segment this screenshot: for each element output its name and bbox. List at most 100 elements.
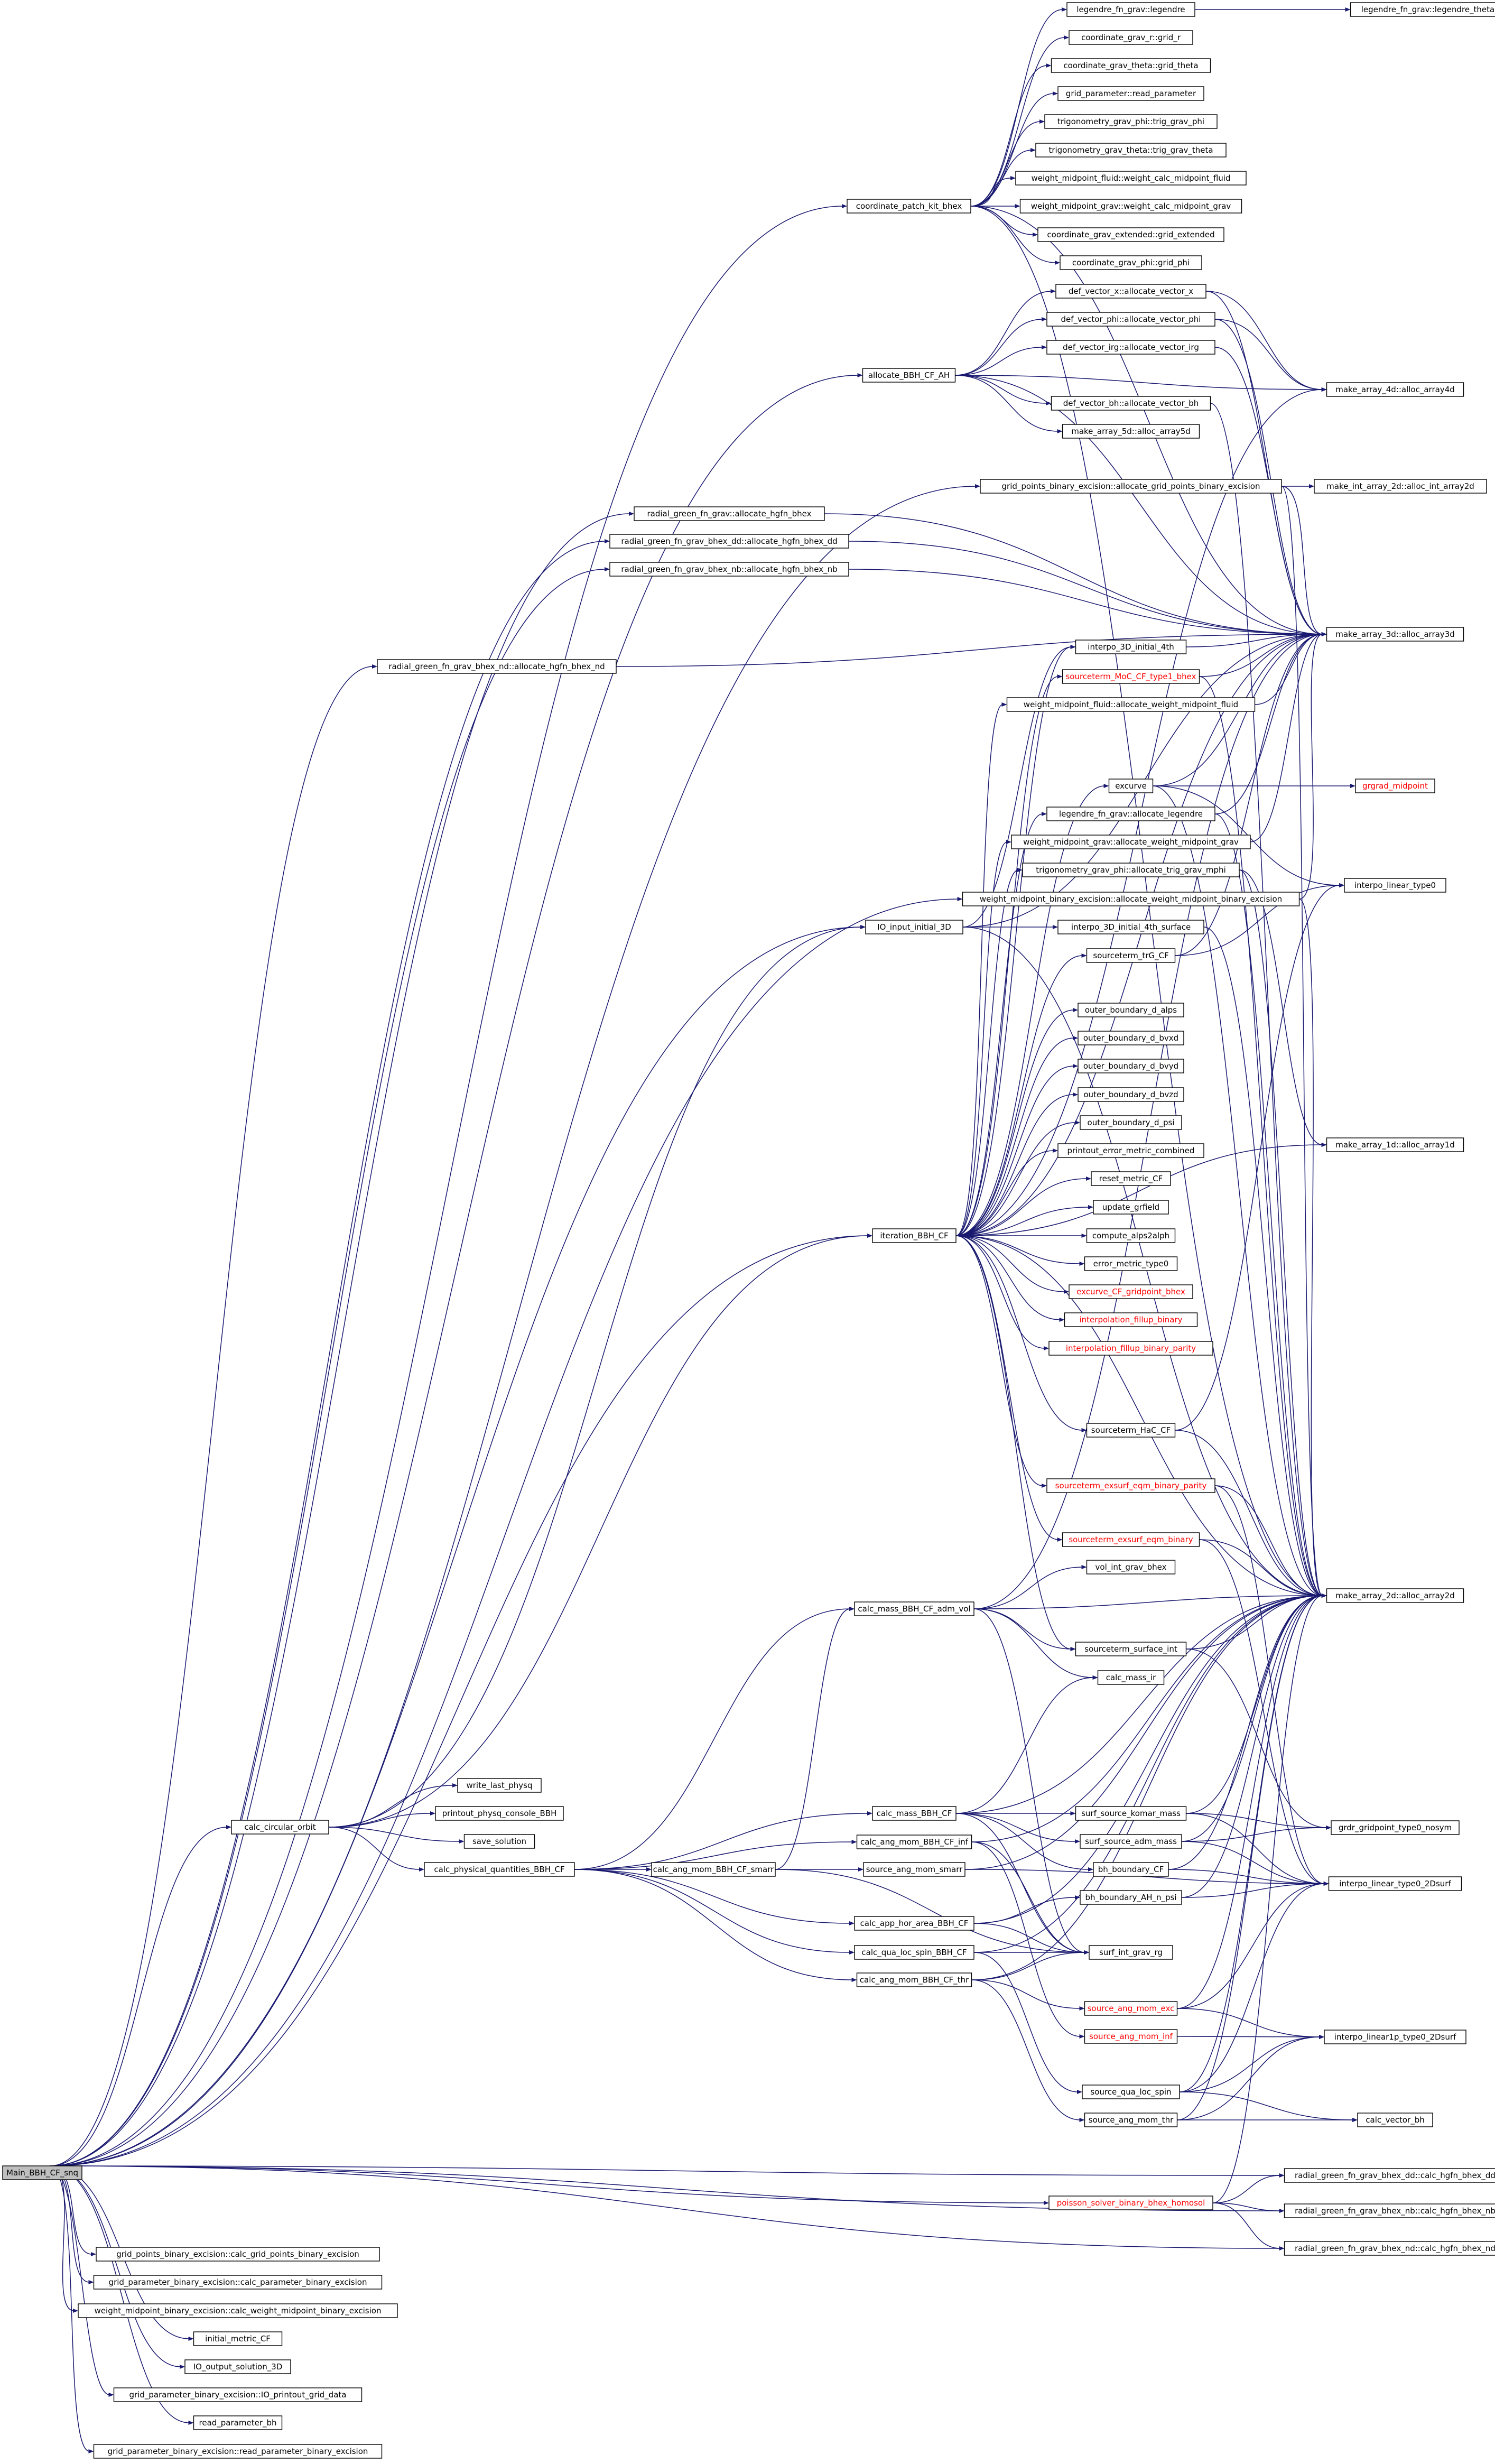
graph-node-cams[interactable]: calc_ang_mom_BBH_CF_smarr xyxy=(651,1862,776,1877)
graph-node-ssam[interactable]: surf_source_adm_mass xyxy=(1080,1834,1182,1849)
graph-node-vigb[interactable]: vol_int_grav_bhex xyxy=(1086,1560,1176,1574)
graph-node-rgfnbc[interactable]: radial_green_fn_grav_bhex_nb::calc_hgfn_… xyxy=(1284,2203,1495,2218)
graph-node-rgfdd[interactable]: radial_green_fn_grav_bhex_dd::allocate_h… xyxy=(609,534,849,549)
graph-node-gprb[interactable]: grid_parameter_binary_excision::read_par… xyxy=(93,2444,383,2459)
graph-node-io3d[interactable]: IO_input_initial_3D xyxy=(865,920,963,934)
graph-node-iter[interactable]: iteration_BBH_CF xyxy=(872,1228,957,1243)
graph-node-exc[interactable]: excurve xyxy=(1108,779,1154,793)
graph-node-imcf[interactable]: initial_metric_CF xyxy=(193,2331,283,2346)
graph-node-dvxa[interactable]: def_vector_x::allocate_vector_x xyxy=(1055,284,1206,299)
graph-node-alah[interactable]: allocate_BBH_CF_AH xyxy=(862,368,956,383)
graph-node-rgfddc[interactable]: radial_green_fn_grav_bhex_dd::calc_hgfn_… xyxy=(1284,2168,1495,2183)
graph-node-strs[interactable]: sourceterm_trG_CF xyxy=(1086,948,1176,963)
graph-node-rgfnb[interactable]: radial_green_fn_grav_bhex_nb::allocate_h… xyxy=(609,562,849,577)
graph-node-lfgl[interactable]: legendre_fn_grav::legendre xyxy=(1066,2,1195,17)
graph-node-cmbc[interactable]: calc_mass_BBH_CF xyxy=(872,1806,957,1821)
graph-node-ifbp[interactable]: interpolation_fillup_binary_parity xyxy=(1048,1341,1213,1356)
graph-node-ilt2[interactable]: interpo_linear_type0_2Dsurf xyxy=(1328,1876,1462,1891)
graph-node-same[interactable]: source_ang_mom_exc xyxy=(1084,2001,1178,2016)
graph-node-camt[interactable]: calc_ang_mom_BBH_CF_thr xyxy=(856,1972,972,1987)
graph-node-wmga[interactable]: weight_midpoint_grav::allocate_weight_mi… xyxy=(1011,835,1251,849)
graph-node-ma2d[interactable]: make_array_2d::alloc_array2d xyxy=(1326,1588,1464,1603)
graph-node-i3d4[interactable]: interpo_3D_initial_4th xyxy=(1075,640,1187,654)
graph-node-tgpa[interactable]: trigonometry_grav_phi::allocate_trig_gra… xyxy=(1022,863,1240,877)
graph-node-obdz[interactable]: outer_boundary_d_bvzd xyxy=(1078,1087,1184,1102)
graph-node-cgrgr[interactable]: coordinate_grav_r::grid_r xyxy=(1069,30,1193,45)
graph-node-exgb[interactable]: excurve_CF_gridpoint_bhex xyxy=(1069,1284,1193,1299)
graph-node-tgttt[interactable]: trigonometry_grav_theta::trig_grav_theta xyxy=(1035,143,1227,158)
graph-node-samsm[interactable]: source_ang_mom_smarr xyxy=(863,1862,965,1877)
graph-node-ma5d[interactable]: make_array_5d::alloc_array5d xyxy=(1062,424,1200,439)
graph-node-obdy[interactable]: outer_boundary_d_bvyd xyxy=(1078,1059,1184,1073)
graph-node-wmfa[interactable]: weight_midpoint_fluid::allocate_weight_m… xyxy=(1006,697,1256,712)
graph-node-rmcf[interactable]: reset_metric_CF xyxy=(1091,1171,1171,1186)
graph-node-rgfb[interactable]: radial_green_fn_grav::allocate_hgfn_bhex xyxy=(634,506,825,521)
graph-node-sqls[interactable]: source_qua_loc_spin xyxy=(1082,2085,1180,2099)
graph-node-obda[interactable]: outer_boundary_d_alps xyxy=(1078,1003,1184,1017)
graph-node-gpcb[interactable]: grid_parameter_binary_excision::calc_par… xyxy=(93,2275,383,2290)
graph-node-lfglt[interactable]: legendre_fn_grav::legendre_theta xyxy=(1350,2,1495,17)
graph-node-stsi[interactable]: sourceterm_surface_int xyxy=(1075,1642,1187,1656)
graph-node-sigr[interactable]: surf_int_grav_rg xyxy=(1089,1945,1173,1960)
graph-node-gpbc[interactable]: grid_points_binary_excision::calc_grid_p… xyxy=(96,2247,380,2262)
graph-node-cgege[interactable]: coordinate_grav_extended::grid_extended xyxy=(1037,227,1224,242)
graph-node-wmbc[interactable]: weight_midpoint_binary_excision::calc_we… xyxy=(78,2303,398,2318)
graph-node-cgtgt[interactable]: coordinate_grav_theta::grid_theta xyxy=(1051,58,1211,73)
graph-node-i3ds[interactable]: interpo_3D_initial_4th_surface xyxy=(1057,920,1204,934)
graph-node-ilt1[interactable]: interpo_linear1p_type0_2Dsurf xyxy=(1324,2030,1466,2044)
graph-node-cpkb[interactable]: coordinate_patch_kit_bhex xyxy=(847,199,971,214)
graph-node-sami[interactable]: source_ang_mom_inf xyxy=(1084,2029,1178,2044)
graph-node-cmpa[interactable]: compute_alps2alph xyxy=(1086,1228,1176,1243)
graph-node-gmid[interactable]: grgrad_midpoint xyxy=(1355,779,1435,793)
graph-node-upgf[interactable]: update_grfield xyxy=(1093,1200,1169,1215)
graph-node-rgfnd[interactable]: radial_green_fn_grav_bhex_nd::allocate_h… xyxy=(377,659,617,674)
graph-node-cahab[interactable]: calc_app_hor_area_BBH_CF xyxy=(854,1916,974,1931)
graph-node-gpbe[interactable]: grid_points_binary_excision::allocate_gr… xyxy=(980,479,1282,494)
graph-node-seeb[interactable]: sourceterm_exsurf_eqm_binary xyxy=(1062,1532,1200,1547)
graph-node-seebp[interactable]: sourceterm_exsurf_eqm_binary_parity xyxy=(1046,1478,1215,1493)
graph-node-bhbc[interactable]: bh_boundary_CF xyxy=(1093,1862,1169,1877)
graph-node-pemc[interactable]: printout_error_metric_combined xyxy=(1057,1143,1204,1158)
graph-node-dvba[interactable]: def_vector_bh::allocate_vector_bh xyxy=(1051,396,1211,411)
graph-node-cgpgp[interactable]: coordinate_grav_phi::grid_phi xyxy=(1060,255,1202,270)
graph-node-ifbu[interactable]: interpolation_fillup_binary xyxy=(1064,1312,1198,1327)
graph-node-tgptp[interactable]: trigonometry_grav_phi::trig_grav_phi xyxy=(1044,114,1218,129)
graph-node-lfga[interactable]: legendre_fn_grav::allocate_legendre xyxy=(1046,807,1215,821)
graph-node-ggt0[interactable]: grdr_gridpoint_type0_nosym xyxy=(1331,1820,1460,1835)
graph-node-cvbh[interactable]: calc_vector_bh xyxy=(1357,2113,1433,2127)
graph-node-emt0[interactable]: error_metric_type0 xyxy=(1084,1256,1178,1271)
graph-node-bhbn[interactable]: bh_boundary_AH_n_psi xyxy=(1080,1890,1182,1905)
graph-node-svsl[interactable]: save_solution xyxy=(463,1834,535,1849)
graph-node-sthc[interactable]: sourceterm_HaC_CF xyxy=(1086,1423,1176,1438)
graph-node-io3o[interactable]: IO_output_solution_3D xyxy=(184,2359,291,2374)
graph-node-cmsr[interactable]: calc_mass_ir xyxy=(1097,1670,1165,1685)
graph-node-cmav[interactable]: calc_mass_BBH_CF_adm_vol xyxy=(854,1601,974,1616)
graph-node-obdx[interactable]: outer_boundary_d_bvxd xyxy=(1078,1031,1184,1045)
graph-node-samt[interactable]: source_ang_mom_thr xyxy=(1084,2113,1178,2127)
graph-node-rpbh[interactable]: read_parameter_bh xyxy=(193,2415,283,2430)
graph-node-wmbe[interactable]: weight_midpoint_binary_excision::allocat… xyxy=(962,892,1300,906)
graph-node-wlph[interactable]: write_last_physq xyxy=(457,1778,542,1793)
graph-node-ma4d[interactable]: make_array_4d::alloc_array4d xyxy=(1326,382,1464,397)
graph-node-gpio[interactable]: grid_parameter_binary_excision::IO_print… xyxy=(113,2387,363,2402)
graph-node-cpqb[interactable]: calc_physical_quantities_BBH_CF xyxy=(424,1862,575,1877)
graph-node-wmgw[interactable]: weight_midpoint_grav::weight_calc_midpoi… xyxy=(1019,199,1242,214)
graph-node-ppcb[interactable]: printout_physq_console_BBH xyxy=(435,1806,564,1821)
graph-node-wmfw[interactable]: weight_midpoint_fluid::weight_calc_midpo… xyxy=(1015,171,1247,186)
graph-node-camif[interactable]: calc_ang_mom_BBH_CF_inf xyxy=(856,1835,972,1849)
graph-node-obdp[interactable]: outer_boundary_d_psi xyxy=(1080,1115,1182,1130)
graph-node-ma1d[interactable]: make_array_1d::alloc_array1d xyxy=(1326,1137,1464,1152)
graph-node-psbb[interactable]: poisson_solver_binary_bhex_homosol xyxy=(1048,2196,1213,2210)
graph-node-dvia[interactable]: def_vector_irg::allocate_vector_irg xyxy=(1046,340,1215,355)
graph-node-main[interactable]: Main_BBH_CF_snq xyxy=(2,2165,82,2180)
graph-node-mia2[interactable]: make_int_array_2d::alloc_int_array2d xyxy=(1314,479,1487,494)
graph-node-ilt0[interactable]: interpo_linear_type0 xyxy=(1344,878,1446,893)
graph-node-smct[interactable]: sourceterm_MoC_CF_type1_bhex xyxy=(1062,669,1200,684)
graph-node-sskm[interactable]: surf_source_komar_mass xyxy=(1075,1806,1187,1821)
graph-node-rgfndc[interactable]: radial_green_fn_grav_bhex_nd::calc_hgfn_… xyxy=(1284,2241,1495,2256)
graph-node-cco[interactable]: calc_circular_orbit xyxy=(231,1820,329,1835)
graph-node-dvpa[interactable]: def_vector_phi::allocate_vector_phi xyxy=(1046,312,1215,327)
graph-node-gprp[interactable]: grid_parameter::read_parameter xyxy=(1057,86,1204,101)
graph-node-ma3d[interactable]: make_array_3d::alloc_array3d xyxy=(1326,627,1464,642)
graph-node-cqls[interactable]: calc_qua_loc_spin_BBH_CF xyxy=(854,1945,974,1960)
